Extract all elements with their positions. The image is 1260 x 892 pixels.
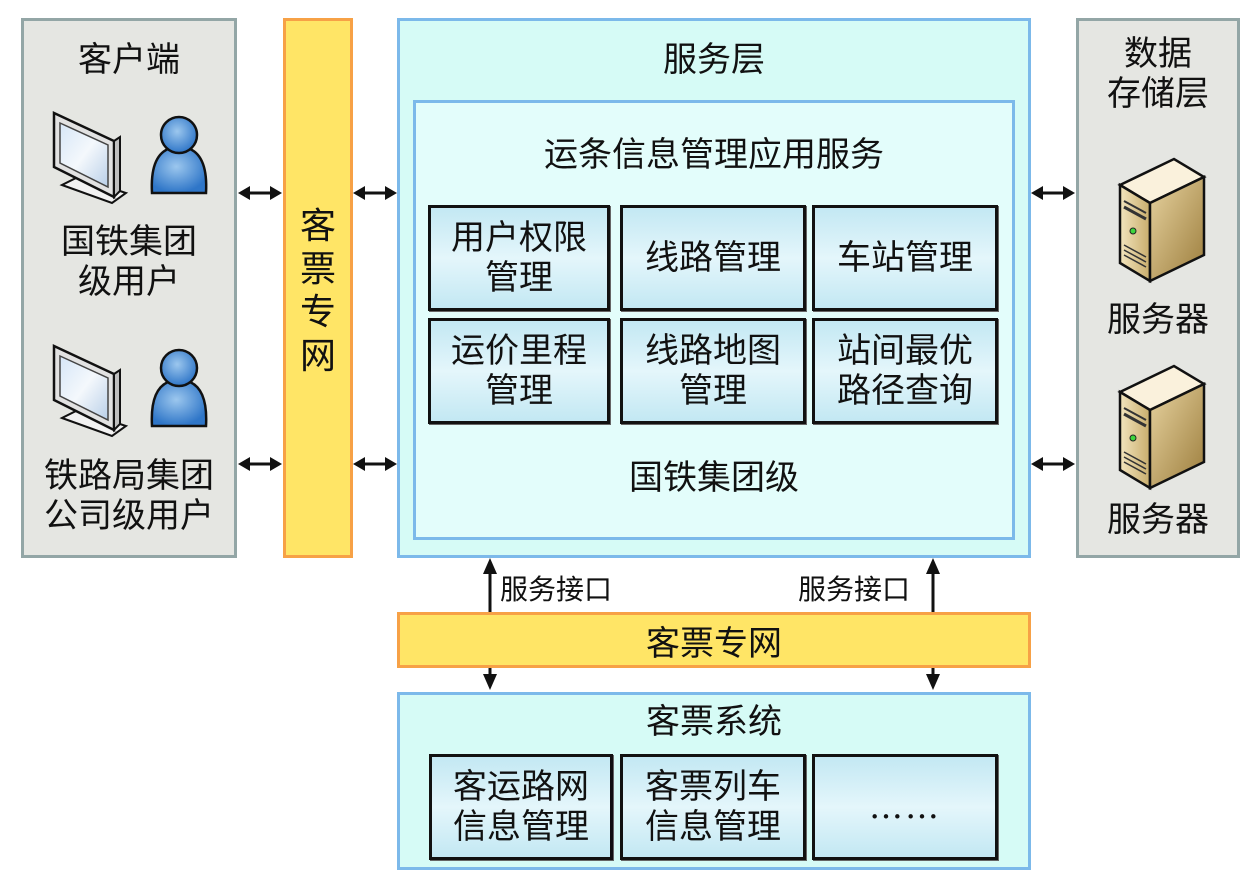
app-service-level: 国铁集团级 — [629, 458, 799, 498]
module-station-management[interactable]: 车站管理 — [812, 205, 998, 311]
service-interface-label-left: 服务接口 — [500, 573, 613, 606]
network-band-vertical-label: 客 票 专 网 — [299, 206, 336, 377]
service-layer-title: 服务层 — [663, 40, 765, 80]
user-icon — [150, 115, 208, 195]
module-passenger-network-info[interactable]: 客运路网 信息管理 — [429, 754, 613, 860]
module-line-management[interactable]: 线路管理 — [620, 205, 806, 311]
user-group-label-national: 国铁集团 级用户 — [61, 222, 197, 303]
service-interface-label-right: 服务接口 — [798, 573, 911, 606]
module-more-ellipsis[interactable]: …… — [812, 754, 998, 860]
module-fare-mileage[interactable]: 运价里程 管理 — [428, 318, 610, 424]
app-service-title: 运条信息管理应用服务 — [544, 135, 884, 175]
user-group-label-railway-bureau: 铁路局集团 公司级用户 — [44, 456, 214, 537]
server-label: 服务器 — [1107, 300, 1209, 340]
ticket-system-title: 客票系统 — [646, 702, 782, 742]
double-arrow-icon — [353, 186, 397, 200]
network-band-vertical — [283, 18, 353, 558]
module-label: 车站管理 — [837, 237, 973, 278]
network-band-horizontal-label: 客票专网 — [646, 623, 782, 664]
module-ticket-train-info[interactable]: 客票列车 信息管理 — [620, 754, 806, 860]
double-arrow-icon — [1031, 457, 1075, 471]
server-label: 服务器 — [1107, 500, 1209, 540]
server-icon — [1117, 364, 1207, 491]
module-label: 线路管理 — [645, 237, 781, 278]
module-label: 运价里程 管理 — [451, 330, 587, 411]
module-label: 站间最优 路径查询 — [837, 330, 973, 411]
server-icon — [1117, 157, 1207, 284]
module-optimal-route-query[interactable]: 站间最优 路径查询 — [812, 318, 998, 424]
network-band-horizontal: 客票专网 — [397, 612, 1031, 668]
module-label: 用户权限 管理 — [451, 217, 587, 298]
monitor-icon — [52, 344, 129, 438]
module-user-permission[interactable]: 用户权限 管理 — [428, 205, 610, 311]
module-line-map[interactable]: 线路地图 管理 — [620, 318, 806, 424]
double-arrow-icon — [353, 457, 397, 471]
monitor-icon — [52, 111, 129, 205]
module-label: 线路地图 管理 — [645, 330, 781, 411]
double-arrow-icon — [238, 186, 282, 200]
data-storage-panel — [1076, 18, 1240, 558]
double-arrow-icon — [1031, 186, 1075, 200]
module-label: 客运路网 信息管理 — [453, 766, 589, 847]
module-label: …… — [869, 786, 941, 827]
module-label: 客票列车 信息管理 — [645, 766, 781, 847]
data-storage-title: 数据 存储层 — [1107, 34, 1209, 115]
double-arrow-icon — [238, 457, 282, 471]
user-icon — [150, 348, 208, 428]
client-panel-title: 客户端 — [78, 40, 180, 80]
client-panel — [21, 18, 237, 558]
